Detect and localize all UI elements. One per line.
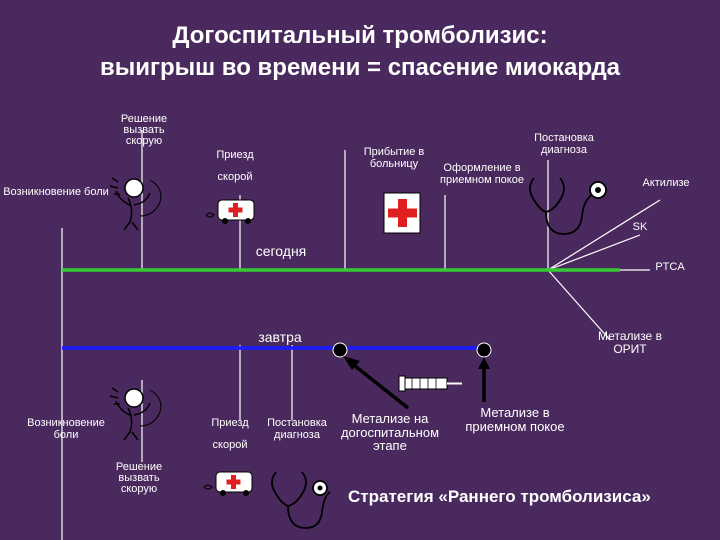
title-line-2: выигрыш во времени = спасение миокарда: [99, 54, 621, 82]
label-diagnosis-tomorrow: Постановка диагноза: [267, 417, 327, 441]
point-metalyse-prehospital: [332, 342, 348, 358]
strategy-caption: Стратегия «Раннего тромболизиса»: [348, 487, 651, 506]
label-ambulance-arrival-2: скорой: [217, 171, 253, 183]
label-call-decision: Решение вызвать скорую: [120, 113, 168, 147]
label-ambulance-arrival-tomorrow-1: Приезд: [211, 417, 249, 429]
label-sk: SK: [632, 221, 648, 233]
stethoscope-icon: [529, 177, 607, 235]
stethoscope-icon-tomorrow: [271, 471, 331, 529]
patient-pain-icon: [109, 177, 162, 231]
label-today: сегодня: [255, 243, 307, 259]
label-pain-onset-tomorrow: Возникновение боли: [27, 417, 105, 441]
label-call-decision-tomorrow: Решение вызвать скорую: [115, 461, 163, 495]
label-ambulance-arrival-1: Приезд: [216, 149, 254, 161]
point-metalyse-admission: [476, 342, 492, 358]
ambulance-icon-tomorrow: [203, 471, 253, 496]
branch-sk: [547, 234, 641, 271]
title-line-1: Догоспитальный тромболизис:: [172, 22, 548, 49]
branch-activase: [547, 199, 661, 271]
label-metalyse-prehospital: Метализе на догоспитальном этапе: [340, 411, 440, 454]
branch-metalyse-icu: [547, 269, 611, 341]
syringe-icon: [398, 375, 462, 392]
label-activase: Актилизе: [642, 177, 690, 189]
label-metalyse-icu: Метализе в ОРИТ: [598, 329, 662, 356]
arrow-prehospital: [348, 360, 410, 410]
label-ambulance-arrival-tomorrow-2: скорой: [212, 439, 248, 451]
arrowhead-admission: [478, 357, 490, 369]
patient-pain-icon-tomorrow: [109, 387, 162, 441]
label-hospital-arrival: Прибытие в больницу: [363, 146, 425, 170]
red-cross-icon: [383, 192, 421, 234]
label-ptca: PTCA: [655, 261, 685, 273]
page-title: Догоспитальный тромболизис: выигрыш во в…: [40, 20, 680, 85]
label-pain-onset: Возникновение боли: [3, 186, 109, 198]
label-metalyse-admission: Метализе в приемном покое: [465, 405, 565, 434]
arrowhead-prehospital: [343, 356, 360, 370]
label-tomorrow: завтра: [258, 329, 302, 345]
label-diagnosis: Постановка диагноза: [534, 132, 594, 156]
label-admission-paperwork: Оформление в приемном покое: [440, 162, 524, 186]
ambulance-icon: [205, 199, 255, 224]
